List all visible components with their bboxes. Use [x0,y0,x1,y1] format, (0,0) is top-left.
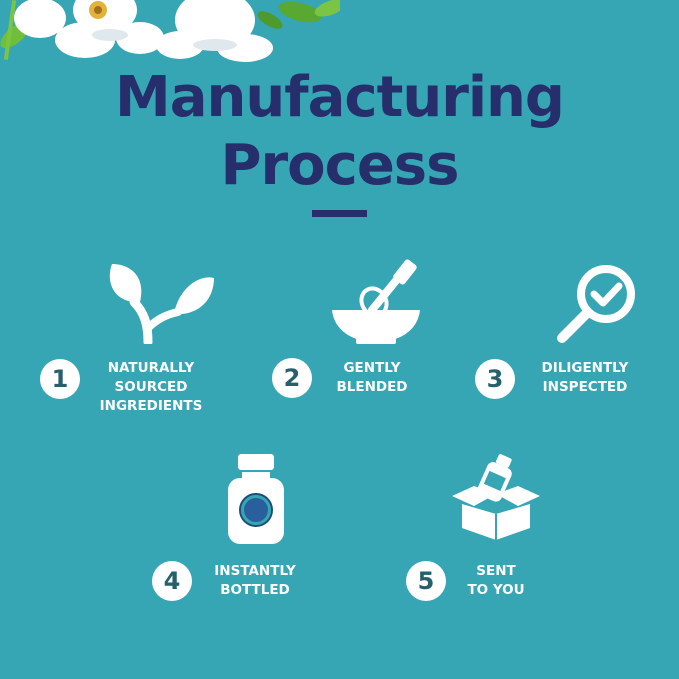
step-label: SENT TO YOU [467,563,525,598]
bottle-icon [228,454,284,544]
step-label: GENTLY BLENDED [336,360,408,395]
step-number: 5 [406,561,446,601]
shipping-box-icon [452,454,540,540]
step-label: DILIGENTLY INSPECTED [541,360,629,395]
magnifier-check-icon [557,265,635,343]
step-number: 2 [272,358,312,398]
flower-icon [0,0,340,62]
mixing-bowl-icon [332,259,420,344]
flower-decoration [0,0,340,70]
step-label: INSTANTLY BOTTLED [214,563,296,598]
step-label: NATURALLY SOURCED INGREDIENTS [99,360,203,414]
page-title-line-1: Manufacturing [115,65,565,130]
step-number: 1 [40,359,80,399]
step-number: 4 [152,561,192,601]
plant-icon [109,264,214,344]
step-number: 3 [475,359,515,399]
page-title-line-2: Process [220,133,460,198]
title-underline [312,210,367,217]
